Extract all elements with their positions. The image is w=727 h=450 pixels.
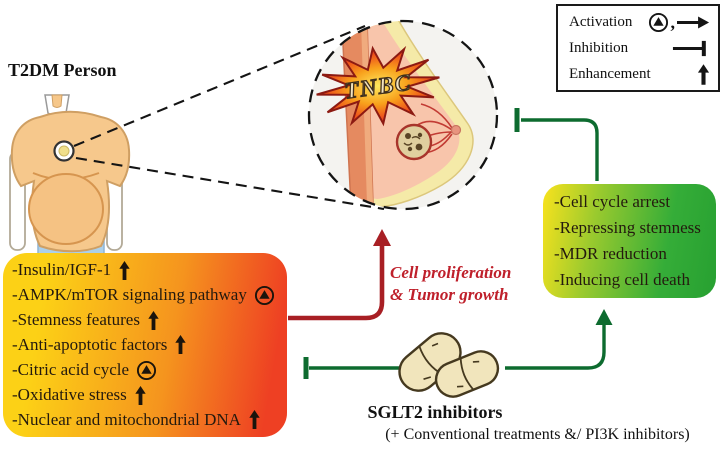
effect-item: -Repressing stemness: [554, 218, 712, 238]
up-arrow-icon: [175, 335, 186, 355]
up-arrow-icon: [148, 310, 159, 330]
risk-item: -Oxidative stress: [12, 385, 281, 405]
legend-inhibition-label: Inhibition: [569, 39, 629, 56]
legend-enhancement-label: Enhancement: [569, 65, 651, 82]
up-arrow-icon: [119, 260, 130, 280]
risk-item-label: -AMPK/mTOR signaling pathway: [12, 285, 247, 305]
activation-circled-triangle-icon: [254, 285, 274, 305]
inhibition-line-sglt2-to-risk: [303, 357, 400, 379]
legend-box: Activation , Inhibition Enhancement: [556, 4, 720, 92]
inhibition-t-bar-icon: [672, 40, 706, 56]
risk-item-label: -Stemness features: [12, 310, 140, 330]
enhancement-arrow-sglt2-to-effects: [505, 309, 613, 370]
effect-item: -Cell cycle arrest: [554, 192, 712, 212]
magnifier-lower-line: [75, 156, 385, 211]
magnifier-upper-line: [73, 25, 366, 147]
magnifier-dashed-ring: [307, 19, 499, 211]
sglt2-title: SGLT2 inhibitors: [367, 402, 503, 422]
tumor-illustration: [395, 123, 433, 161]
sglt2-effects-box: -Cell cycle arrest -Repressing stemness …: [543, 184, 716, 298]
risk-item-label: -Anti-apoptotic factors: [12, 334, 168, 354]
proliferation-line1: Cell proliferation: [390, 263, 512, 282]
effect-item-label: -Repressing stemness: [554, 218, 701, 237]
effect-item-label: -Inducing cell death: [554, 270, 690, 289]
nipple: [450, 124, 462, 136]
legend-row-activation: Activation ,: [569, 9, 710, 35]
effect-item: -MDR reduction: [554, 244, 712, 264]
proliferation-arrow: [288, 229, 391, 321]
up-arrow-icon: [135, 385, 146, 405]
risk-item-label: -Citric acid cycle: [12, 360, 130, 380]
up-arrow-icon: [249, 410, 260, 430]
person-belly: [28, 173, 104, 245]
t2dm-person-label: T2DM Person: [8, 60, 117, 80]
effect-item-label: -MDR reduction: [554, 244, 667, 263]
activation-circled-triangle-icon: [648, 12, 668, 32]
effect-item-label: -Cell cycle arrest: [554, 192, 671, 211]
risk-item-label: -Oxidative stress: [12, 385, 127, 405]
chest-lesion-center: [58, 145, 70, 157]
risk-item: -Anti-apoptotic factors: [12, 335, 281, 355]
legend-row-enhancement: Enhancement: [569, 61, 710, 87]
proliferation-line2: & Tumor growth: [390, 285, 509, 304]
chest-wall-highlight: [361, 21, 373, 204]
risk-item: -Citric acid cycle: [12, 360, 281, 381]
inhibition-line-effects-to-tnbc: [514, 108, 599, 181]
magnifier-dashed-lines: [73, 25, 385, 211]
effect-item: -Inducing cell death: [554, 270, 712, 290]
up-arrow-icon: [697, 63, 710, 85]
tnbc-starburst: TNBC: [316, 45, 440, 127]
legend-row-inhibition: Inhibition: [569, 35, 710, 61]
risk-item: -Nuclear and mitochondrial DNA: [12, 410, 281, 430]
risk-item-label: -Nuclear and mitochondrial DNA: [12, 409, 241, 429]
sglt2-subtitle: (+ Conventional treatments &/ PI3K inhib…: [385, 426, 690, 443]
legend-comma: ,: [670, 12, 676, 32]
risk-item: -Stemness features: [12, 310, 281, 330]
t2dm-person-illustration: [9, 94, 131, 263]
sglt2-pills-illustration: [398, 332, 500, 398]
risk-item: -Insulin/IGF-1: [12, 260, 281, 280]
legend-activation-symbols: ,: [648, 12, 711, 33]
t2dm-effects-box: -Insulin/IGF-1 -AMPK/mTOR signaling path…: [3, 253, 287, 437]
right-arrow-icon: [677, 16, 710, 28]
activation-circled-triangle-icon: [137, 360, 157, 380]
legend-activation-label: Activation: [569, 13, 633, 30]
tnbc-magnified-view: TNBC: [307, 19, 499, 211]
proliferation-label: Cell proliferation & Tumor growth: [390, 262, 511, 306]
risk-item: -AMPK/mTOR signaling pathway: [12, 285, 281, 306]
risk-item-label: -Insulin/IGF-1: [12, 260, 112, 280]
person-neck: [51, 94, 63, 108]
